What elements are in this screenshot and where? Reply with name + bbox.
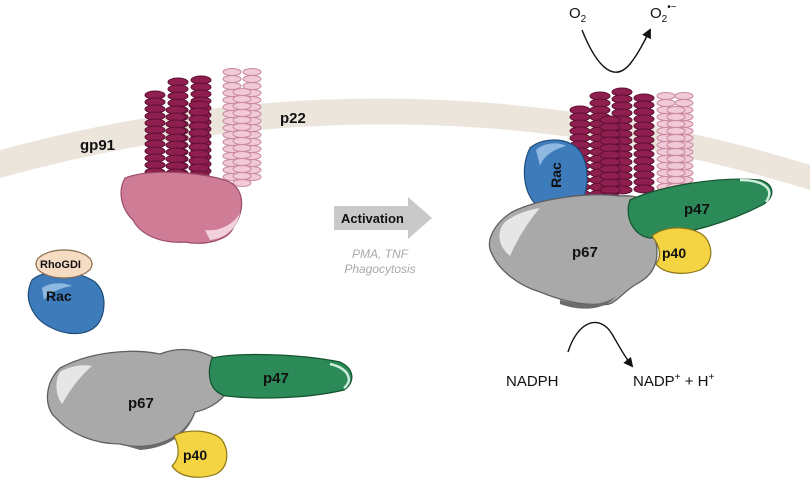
- p22-helix-coil: [666, 106, 686, 114]
- p40-left-label: p40: [183, 447, 207, 463]
- p22-helix-coil: [232, 109, 252, 117]
- p22-helix-coil: [232, 130, 252, 138]
- curved-arrow-icon-bottom: [567, 321, 634, 368]
- p40-right-shape: [651, 227, 712, 274]
- p22-helix-coil: [232, 165, 252, 173]
- rhogdi-shape: [35, 249, 93, 279]
- gp91-cytosolic-domain-highlight: [205, 212, 240, 240]
- rhogdi-label: RhoGDI: [40, 259, 81, 271]
- p22-helix-coil: [666, 120, 686, 128]
- p67-left-shadow: [120, 412, 195, 450]
- p22-helix-coil: [232, 95, 252, 103]
- gp91-label: gp91: [80, 137, 115, 154]
- rac-right-label: Rac: [548, 162, 564, 188]
- stimuli-line-2: Phagocytosis: [344, 262, 415, 276]
- p22-helix-coil: [232, 179, 252, 187]
- p22-helix-coil: [666, 134, 686, 142]
- p22-helix-coil: [666, 169, 686, 177]
- rac-left-highlight: [42, 283, 72, 300]
- p47-left-label: p47: [263, 370, 289, 387]
- gp91-cytosolic-domain-left: [120, 171, 243, 244]
- reactant-o2: O2: [569, 5, 587, 25]
- p47-left-rim: [329, 362, 350, 389]
- p40-left-shape: [171, 430, 228, 478]
- p67-left-highlight: [56, 365, 92, 404]
- p22-helix-coil: [242, 75, 262, 83]
- p22-left-helices: [222, 68, 262, 187]
- rac-left-label: Rac: [46, 288, 72, 304]
- p22-helix-coil: [232, 88, 252, 96]
- p47-right-rim: [739, 178, 771, 203]
- p22-helix-coil: [232, 158, 252, 166]
- p67-left-label: p67: [128, 395, 154, 412]
- p22-helix-coil: [242, 68, 262, 76]
- product-superoxide: O2•−: [650, 2, 677, 25]
- p47-left-shape: [208, 353, 353, 399]
- p67-left-shape: [46, 348, 229, 448]
- p22-helix-coil: [222, 68, 242, 76]
- p22-helix-coil: [232, 102, 252, 110]
- p67-right-shape: [488, 194, 658, 306]
- p22-helix-coil: [232, 144, 252, 152]
- p22-helix-coil: [232, 151, 252, 159]
- p67-right-label: p67: [572, 244, 598, 261]
- p67-right-highlight: [499, 208, 540, 256]
- p22-helix-coil: [666, 127, 686, 135]
- gp91-helix-coil: [633, 184, 655, 194]
- p22-label: p22: [280, 110, 306, 127]
- p22-helix-coil: [666, 162, 686, 170]
- p22-helix-coil: [656, 92, 676, 100]
- p22-helix-coil: [666, 141, 686, 149]
- p22-helix-coil: [656, 99, 676, 107]
- p22-helix-coil: [666, 113, 686, 121]
- p40-right-label: p40: [662, 245, 686, 261]
- p22-helix-coil: [232, 116, 252, 124]
- p22-helix-coil: [232, 123, 252, 131]
- curved-arrow-icon-top: [581, 28, 651, 73]
- p22-helix-coil: [222, 75, 242, 83]
- p22-helix-coil: [666, 155, 686, 163]
- p47-right-label: p47: [684, 201, 710, 218]
- p22-helix-coil: [232, 172, 252, 180]
- p22-helix-coil: [674, 99, 694, 107]
- p22-helix-coil: [674, 92, 694, 100]
- reactant-nadph: NADPH: [506, 373, 559, 390]
- p22-helix-coil: [666, 176, 686, 184]
- products-nadp-h: NADP+ + H+: [633, 372, 714, 390]
- rac-right-highlight: [536, 143, 566, 166]
- activation-arrow-icon: [334, 197, 432, 239]
- activation-label: Activation: [341, 211, 404, 226]
- p22-helix-coil: [666, 148, 686, 156]
- stimuli-line-1: PMA, TNF: [352, 247, 409, 261]
- p67-right-shadow: [560, 296, 616, 309]
- p22-helix-coil: [232, 137, 252, 145]
- p47-right-shape: [627, 178, 773, 239]
